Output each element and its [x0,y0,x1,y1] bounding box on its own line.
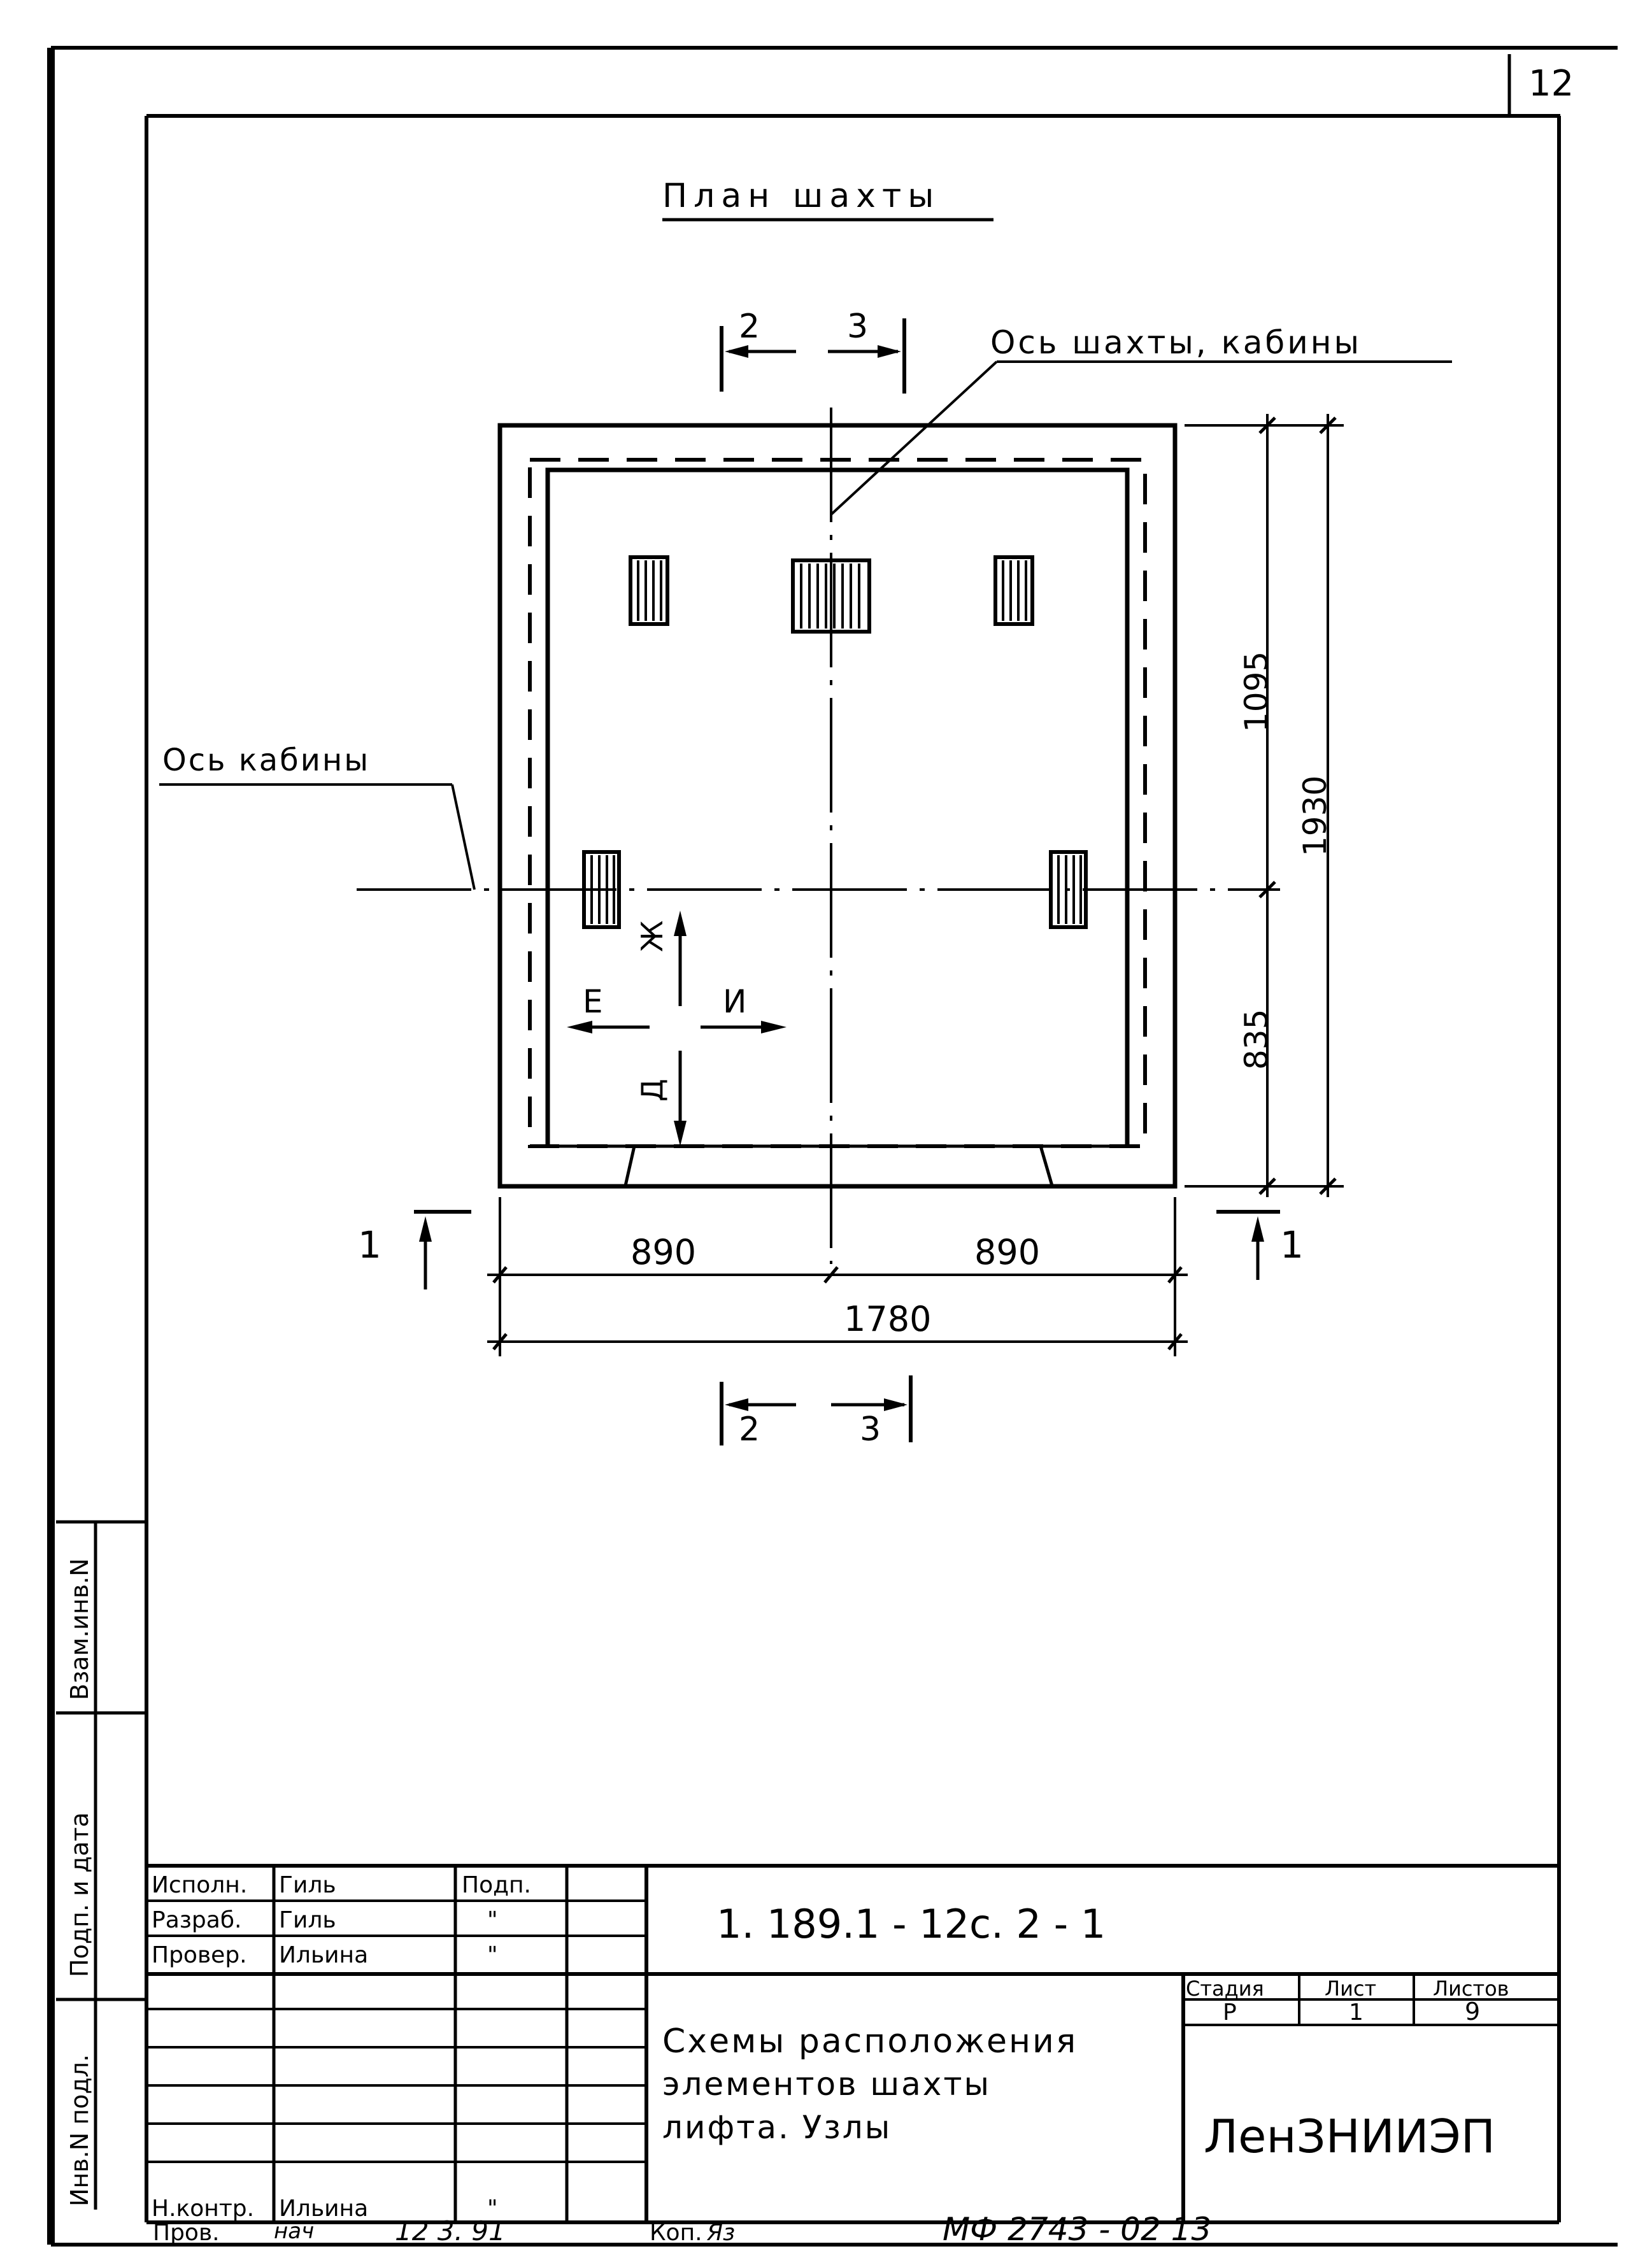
drawing-title-line-1: Схемы расположения [662,2022,1078,2061]
section-2-top-label: 2 [739,308,760,346]
section-2-bottom-label: 2 [739,1410,760,1449]
dimension-width [487,1197,1188,1356]
sheets-header: Листов [1433,1977,1509,2001]
role-2: Разраб. [152,1907,241,1933]
dim-total-width: 1780 [844,1299,931,1339]
role-2-sign: " [487,1907,498,1933]
section-mark-right: 1 [1216,1210,1304,1280]
role-3-sign: " [487,1942,498,1968]
sheets-value: 9 [1465,1998,1480,2026]
footer-checked-label: Пров. [153,2220,220,2246]
direction-left-label: Е [583,983,603,1020]
role-3: Провер. [152,1942,247,1968]
side-stamp [56,1520,146,2210]
section-3-top-label: 3 [847,308,868,346]
dim-lower-height: 835 [1238,1009,1275,1070]
role-1-name: Гиль [279,1872,336,1898]
section-mark-top: 2 3 [720,308,906,394]
section-mark-bottom: 2 3 [720,1375,913,1449]
drawing-title-line-2: элементов шахты [662,2066,991,2103]
shaft-cabin-axis-callout: Ось шахты, кабины [830,324,1452,516]
guide-element [993,555,1034,626]
role-1-sign: Подп. [462,1872,531,1898]
section-1-right-label: 1 [1280,1223,1304,1267]
dim-total-height: 1930 [1297,776,1334,856]
sheet-number: 12 [1528,63,1574,104]
drawing-title-line-3: лифта. Узлы [662,2109,892,2146]
dim-upper-height: 1095 [1238,651,1275,732]
dimension-height [1185,414,1344,1197]
guide-element [629,555,669,626]
role-2-name: Гиль [279,1907,336,1933]
footer-checked-signature: нач [274,2219,314,2244]
direction-right-label: И [723,983,746,1020]
organization-name: ЛенЗНИИЭП [1204,2110,1495,2163]
cabin-axis-callout: Ось кабины [159,742,476,890]
stage-value: Р [1223,1999,1237,2026]
direction-arrows: Ж Д Е И [567,911,787,1146]
sheet-value: 1 [1349,1999,1364,2026]
norm-control-role: Н.контр. [152,2196,254,2222]
door-jamb-right [1039,1146,1054,1186]
section-mark-left: 1 [358,1210,471,1289]
section-1-left-label: 1 [358,1223,381,1267]
norm-control-name: Ильина [279,2196,368,2222]
footer-copied-signature: Яз [706,2220,735,2246]
sheet-header: Лист [1325,1977,1376,2001]
shaft-cabin-axis-label: Ось шахты, кабины [990,324,1362,361]
norm-control-sign: " [487,2196,498,2222]
role-3-name: Ильина [279,1942,368,1968]
cabin-dashed-outline [528,458,1147,1148]
cabin-axis-label: Ось кабины [162,742,370,778]
footer-copied-label: Коп. [650,2220,702,2246]
direction-down-label: Д [635,1079,669,1102]
document-designation: 1. 189.1 - 12с. 2 - 1 [716,1901,1106,1947]
role-1: Исполн. [152,1872,247,1898]
dim-half-width-right: 890 [974,1232,1040,1272]
plan-title: План шахты [662,177,940,215]
footer-checked-date: 12 3. 91 [395,2215,506,2247]
dim-half-width-left: 890 [630,1232,696,1272]
cabin-inner-wall [545,467,1130,1146]
stage-header: Стадия [1186,1977,1264,2001]
shaft-outer-wall [497,423,1178,1189]
footer-archive-number: МФ 2743 - 02 13 [943,2211,1211,2248]
sheet-frame [47,46,1618,2247]
direction-up-label: Ж [635,920,669,952]
title-block-grid [146,1864,1559,2222]
section-3-bottom-label: 3 [860,1410,881,1449]
shaft-plan: Ж Д Е И [357,408,1280,1264]
door-jamb-left [623,1146,636,1186]
side-stamp-sign-date: Подп. и дата [66,1812,94,1977]
side-stamp-replace-inv: Взам.инв.N [66,1558,94,1700]
side-stamp-inv-original: Инв.N подл. [66,2054,94,2206]
